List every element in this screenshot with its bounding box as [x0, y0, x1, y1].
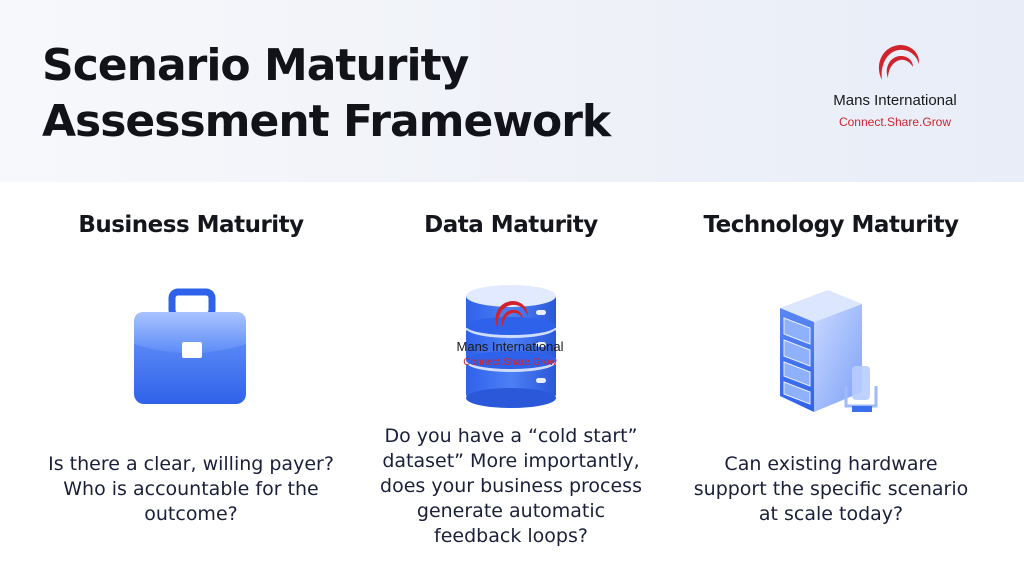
title-line-1: Scenario Maturity: [42, 40, 469, 91]
business-maturity-title: Business Maturity: [78, 212, 304, 238]
technology-maturity-title: Technology Maturity: [703, 212, 959, 238]
data-maturity-title: Data Maturity: [424, 212, 598, 238]
data-maturity-column: Data Maturity Do you have a “cold start”…: [346, 212, 676, 547]
data-maturity-description: Do you have a “cold start” dataset” More…: [380, 425, 642, 547]
business-maturity-column: Business Maturity Is there a clear, will…: [26, 212, 356, 525]
header-band: [0, 0, 1024, 182]
red-crescent-swoosh-icon: [878, 45, 920, 80]
logo-name: Mans International: [833, 92, 957, 109]
logo-tagline: Connect.Share.Grow: [838, 115, 952, 129]
page-title: Scenario Maturity Assessment Framework: [42, 38, 611, 150]
watermark-logo: Mans International Connect.Share.Grow: [440, 297, 580, 377]
red-crescent-swoosh-icon: [495, 301, 528, 329]
briefcase-icon: [134, 288, 246, 404]
title-line-2: Assessment Framework: [42, 96, 611, 147]
watermark-tagline: Connect.Share.Grow: [463, 357, 557, 368]
technology-maturity-column: Technology Maturity Can existing hardwar…: [666, 212, 996, 525]
technology-maturity-description: Can existing hardware support the specif…: [693, 453, 969, 525]
server-icon: [780, 290, 878, 412]
business-maturity-description: Is there a clear, willing payer? Who is …: [48, 453, 334, 525]
watermark-name: Mans International: [456, 339, 564, 354]
company-logo: Mans International Connect.Share.Grow: [810, 40, 980, 135]
